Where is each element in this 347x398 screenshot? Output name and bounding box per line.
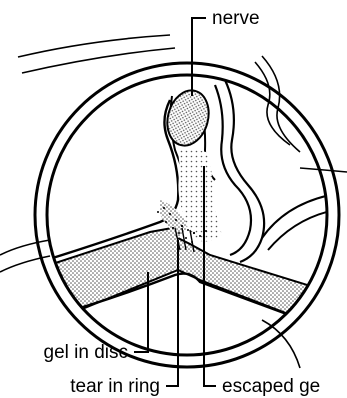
nerve-leader <box>192 18 206 96</box>
tear-in-ring-label: tear in ring <box>70 376 160 397</box>
leader-lines <box>134 18 216 386</box>
magnified-view <box>40 80 335 330</box>
escaped-gel-label: escaped ge <box>222 376 320 397</box>
gel-in-disc-label: gel in disc <box>44 342 129 363</box>
background-sketch <box>0 35 347 368</box>
nerve-label: nerve <box>212 8 260 29</box>
